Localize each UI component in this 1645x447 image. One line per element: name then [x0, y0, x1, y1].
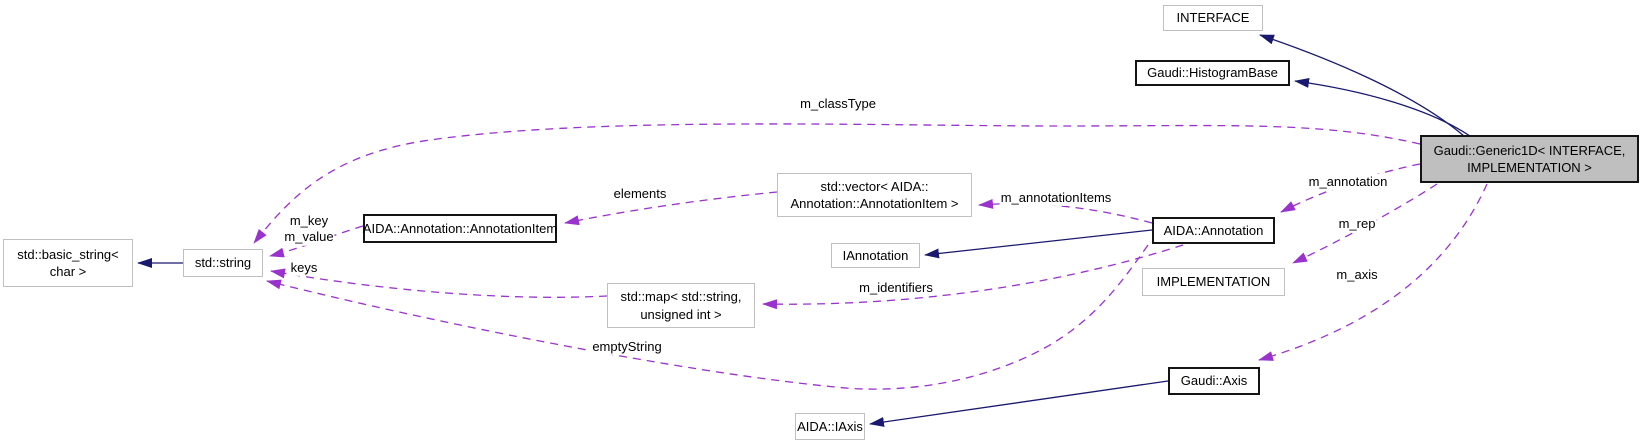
node-gaudi-axis[interactable]: Gaudi::Axis [1168, 367, 1260, 395]
node-aida-iaxis: AIDA::IAxis [795, 413, 865, 440]
node-gaudi-generic1d: Gaudi::Generic1D< INTERFACE, IMPLEMENTAT… [1420, 135, 1639, 183]
edge-usage-m-annotationitems [978, 198, 1153, 224]
edge-usage-m-identifiers [762, 244, 1184, 310]
edge-label-m-classtype: m_classType [799, 95, 877, 113]
edge-inherit-histogrambase [1294, 77, 1471, 137]
node-gaudi-histogrambase[interactable]: Gaudi::HistogramBase [1135, 60, 1290, 86]
node-std-basic-string: std::basic_string< char > [3, 239, 133, 287]
edge-label-m-axis: m_axis [1335, 266, 1379, 284]
edge-usage-emptystring [266, 244, 1149, 390]
edge-label-m-identifiers: m_identifiers [858, 279, 934, 297]
edge-inherit-iaxis [869, 380, 1169, 427]
node-iannotation: IAnnotation [831, 243, 920, 268]
edge-label-emptystring: emptyString [591, 338, 663, 356]
edge-label-m-annotationitems: m_annotationItems [999, 189, 1113, 207]
edge-inherit-iannotation [924, 229, 1153, 259]
node-std-string: std::string [183, 249, 263, 277]
node-aida-annotation-annotationitem[interactable]: AIDA::Annotation::AnnotationItem [363, 214, 557, 243]
edge-usage-m-classtype [253, 123, 1421, 244]
edge-usage-keys [270, 268, 608, 298]
edge-usage-m-rep [1292, 183, 1438, 264]
node-interface: INTERFACE [1163, 5, 1263, 31]
node-std-vector-annotationitem: std::vector< AIDA:: Annotation::Annotati… [777, 173, 972, 217]
edge-label-elements: elements [612, 185, 668, 203]
edge-inherit-interface [1259, 34, 1465, 137]
edge-usage-elements [564, 191, 778, 226]
edge-usage-m-axis [1258, 183, 1488, 361]
node-std-map-string-uint: std::map< std::string, unsigned int > [607, 283, 755, 328]
edge-label-m-key-m-value: m_key m_value [283, 212, 335, 246]
node-implementation: IMPLEMENTATION [1142, 268, 1285, 296]
edge-label-m-annotation: m_annotation [1307, 173, 1389, 191]
node-aida-annotation[interactable]: AIDA::Annotation [1152, 217, 1275, 244]
edge-label-keys: keys [289, 259, 319, 277]
edge-label-m-rep: m_rep [1337, 215, 1377, 233]
